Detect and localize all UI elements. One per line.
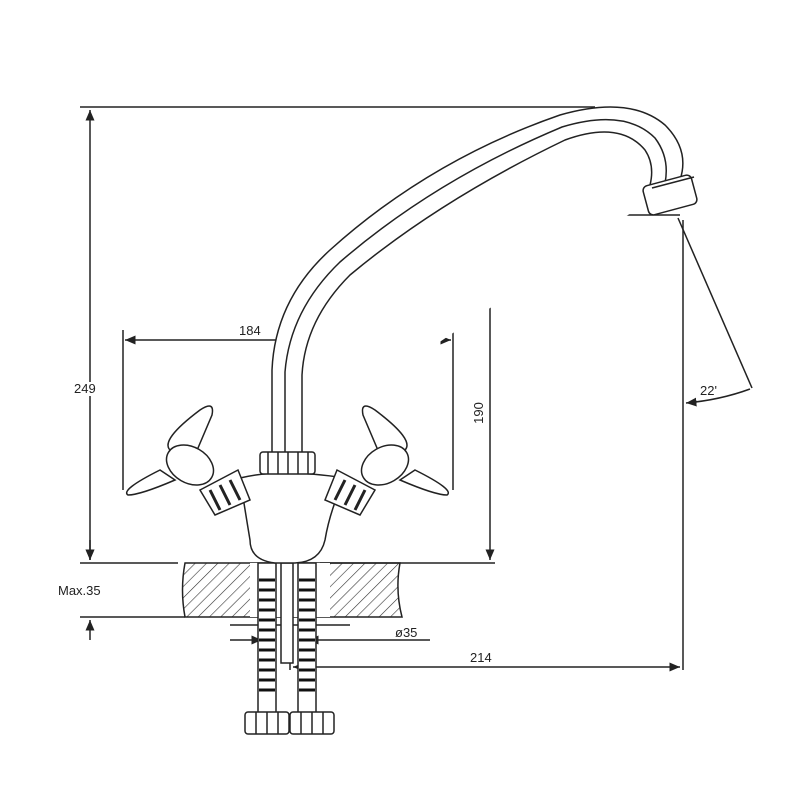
dimension-249 xyxy=(80,106,595,564)
label-190: 190 xyxy=(470,402,486,424)
right-handle xyxy=(324,405,449,516)
label-hole-35: ø35 xyxy=(395,625,418,640)
spout xyxy=(271,106,698,455)
supply-hoses xyxy=(244,562,335,735)
faucet-body xyxy=(239,451,347,564)
label-max-35: Max.35 xyxy=(58,583,101,598)
dimension-max35 xyxy=(80,540,185,640)
left-handle xyxy=(126,405,251,516)
label-angle-22: 22' xyxy=(700,383,717,398)
label-214: 214 xyxy=(470,650,492,665)
dimension-angle-22 xyxy=(677,217,753,407)
label-184: 184 xyxy=(239,323,261,338)
label-249: 249 xyxy=(74,381,96,396)
